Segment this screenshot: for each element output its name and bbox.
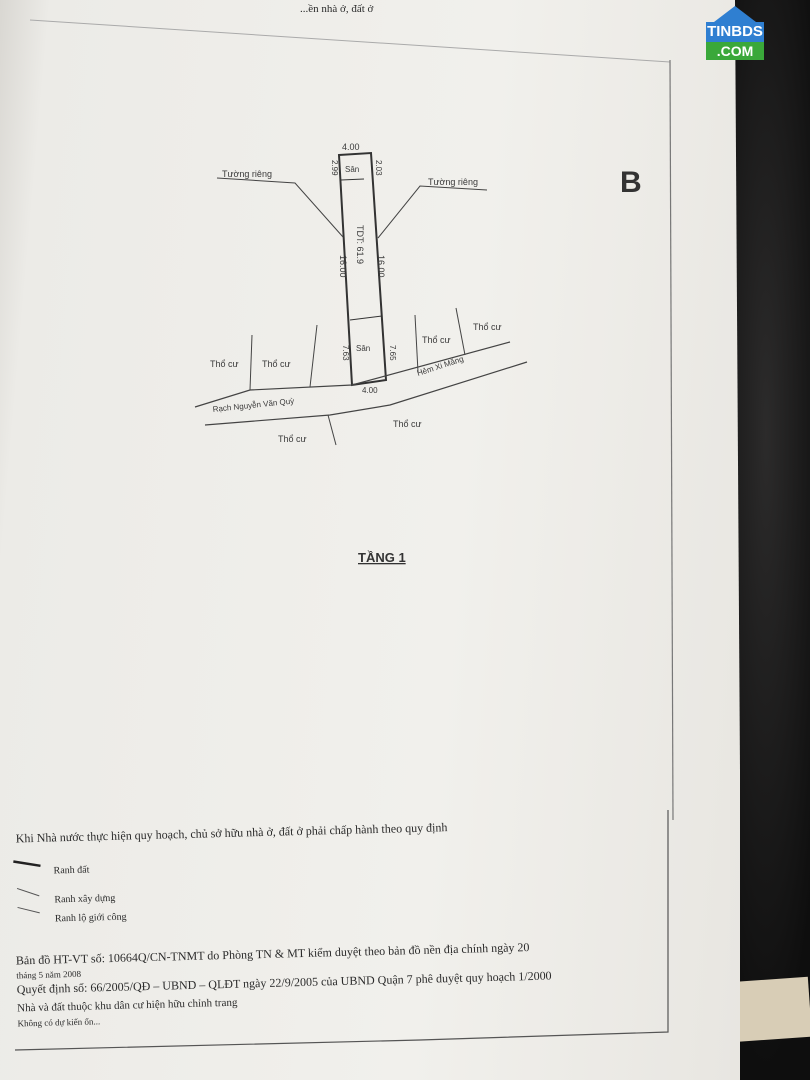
zone-note: Nhà và đất thuộc khu dân cư hiện hữu chỉ… [17, 997, 238, 1015]
decision-note: Quyết định số: 66/2005/QĐ – UBND – QLĐT … [17, 968, 552, 996]
neighbor-label: Thổ cư [422, 335, 451, 345]
left-front-dim: 7.63 [341, 345, 350, 361]
road-edge-bottom [204, 361, 528, 426]
notes-section: Khi Nhà nước thực hiện quy hoạch, chủ sở… [13, 820, 552, 1028]
parcel-line [455, 307, 466, 356]
wall-label-left: Tường riêng [222, 169, 272, 179]
extra-note: Không có dự kiến ổn... [17, 1016, 100, 1028]
neighbor-label: Thổ cư [262, 359, 291, 369]
neighbor-label: Thổ cư [473, 322, 502, 332]
lot-boundary [337, 151, 388, 387]
frame-right [669, 59, 674, 821]
legend-line-dash [17, 906, 40, 914]
neighbor-label: Thổ cư [393, 419, 422, 429]
left-top-dim: 2.99 [330, 160, 339, 176]
road-label-right: Hẻm Xi Măng [416, 354, 465, 378]
document-page [0, 0, 740, 1080]
yard-divider-top [340, 178, 365, 181]
watermark-logo: TINBDS .COM [704, 6, 766, 62]
wall-callout-left [216, 177, 344, 238]
floor-title: TẦNG 1 [358, 550, 406, 565]
right-front-dim: 7.65 [388, 345, 397, 361]
top-width: 4.00 [342, 142, 360, 152]
notes-frame [14, 810, 669, 1051]
legend-line-solid [13, 860, 41, 868]
wall-label-right: Tường riêng [428, 177, 478, 187]
road-edge-top [194, 341, 511, 408]
top-yard-label: Sân [345, 165, 359, 174]
wall-callout-right [377, 185, 488, 239]
logo-line2: .COM [706, 42, 764, 60]
legend-item: Ranh xây dựng [54, 893, 115, 906]
front-yard-label: Sân [356, 344, 370, 353]
top-rule [29, 19, 671, 63]
road-label-left: Rạch Nguyễn Văn Quỳ [212, 396, 294, 414]
legend-item: Ranh lộ giới công [55, 912, 127, 925]
bottom-width: 4.00 [362, 386, 378, 395]
legend-item: Ranh đất [53, 865, 89, 877]
left-length: 16.00 [338, 255, 348, 278]
logo-line1: TINBDS [706, 22, 764, 42]
header-fragment: ...ền nhà ở, đất ở [300, 3, 374, 15]
right-top-dim: 2.03 [374, 160, 383, 176]
map-note-date: tháng 5 năm 2008 [16, 969, 81, 981]
section-letter: B [620, 166, 642, 199]
parcel-line [414, 314, 419, 373]
parcel-line [249, 334, 253, 391]
parcel-line [327, 414, 337, 446]
neighbor-label: Thổ cư [210, 359, 239, 369]
neighbor-label: Thổ cư [278, 434, 307, 444]
legend-line-thin [16, 887, 40, 897]
house-area-label: TDT: 61.9 [355, 225, 365, 264]
map-note: Bản đồ HT-VT số: 10664Q/CN-TNMT do Phòng… [16, 940, 530, 967]
right-length: 16.00 [376, 255, 386, 278]
house-icon [714, 6, 756, 22]
planning-note: Khi Nhà nước thực hiện quy hoạch, chủ sở… [16, 820, 448, 845]
parcel-line [309, 324, 318, 388]
yard-divider-front [349, 315, 383, 321]
